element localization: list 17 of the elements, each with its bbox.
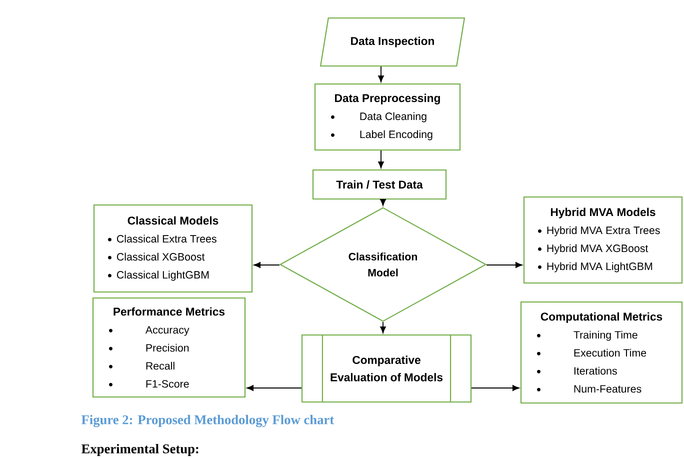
process-box: Performance Metrics Accuracy Precision Recall F1-Score [92,297,246,398]
arrow [246,385,302,391]
section-heading: Experimental Setup: [82,444,198,456]
process-box: Train / Test Data [312,169,447,200]
arrow [380,199,386,206]
process-box: Data Preprocessing Data Cleaning Label Encoding [314,83,461,151]
predefined-process-box: Comparative Evaluation of Models [301,334,472,403]
process-box: Classical Models Classical Extra Trees Classical XGBoost Classical LightGBM [93,204,253,293]
process-box: Computational Metrics Training Time Execution Time Iterations Num-Features [520,301,683,404]
arrow [254,262,280,268]
arrow [380,321,386,334]
figure-caption: Figure 2: Proposed Methodology Flow chart [82,414,334,428]
process-box: Hybrid MVA Models Hybrid MVA Extra Trees Hybrid MVA XGBoost Hybrid MVA LightGBM [523,196,683,284]
arrow [471,385,520,391]
arrow [378,66,384,82]
arrow [486,262,522,268]
arrow [378,150,384,168]
